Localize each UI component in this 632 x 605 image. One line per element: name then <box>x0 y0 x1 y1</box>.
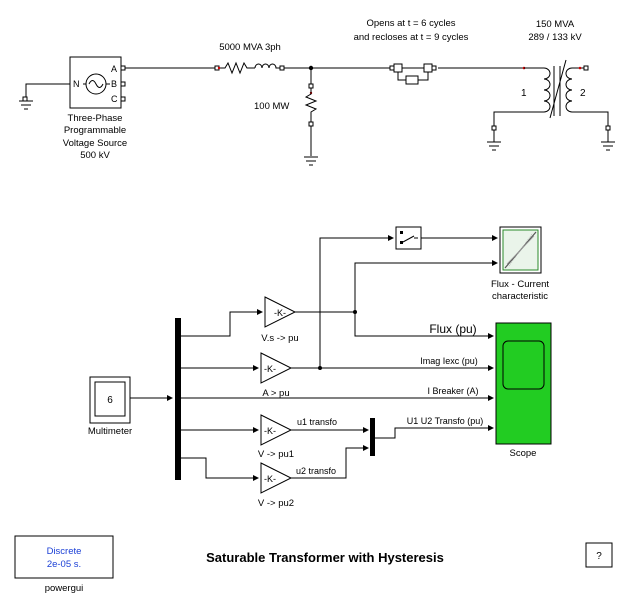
switch-block[interactable] <box>395 226 422 250</box>
multimeter-label: Multimeter <box>88 426 132 437</box>
scope-block[interactable] <box>495 322 552 445</box>
line-impedance-label: 5000 MVA 3ph <box>219 42 281 53</box>
signal-flux-label: Flux (pu) <box>429 322 476 336</box>
signal-ibreaker-label: I Breaker (A) <box>427 386 478 396</box>
three-phase-source-block[interactable]: N A B C <box>69 56 126 109</box>
signal-u1-label: u1 transfo <box>297 417 337 427</box>
signal-wires <box>291 235 498 479</box>
svg-text:Three-Phase: Three-Phase <box>68 113 123 124</box>
saturable-transformer-block[interactable]: 1 2 <box>487 59 615 151</box>
gain-vs-pu[interactable]: -K- <box>264 296 297 328</box>
svg-text:Flux - Current: Flux - Current <box>491 279 549 290</box>
svg-text:Voltage Source: Voltage Source <box>63 138 127 149</box>
signal-u1u2-label: U1 U2 Transfo (pu) <box>407 416 484 426</box>
demux-output-wires <box>181 309 494 481</box>
source-port-b: B <box>111 79 117 89</box>
xy-graph-block[interactable] <box>499 226 542 274</box>
gain-v-pu2-label: V -> pu2 <box>258 498 294 509</box>
svg-text:500 kV: 500 kV <box>80 150 110 161</box>
powergui-sample-time: 2e-05 s. <box>47 559 81 570</box>
source-port-n: N <box>73 79 80 89</box>
load-label: 100 MW <box>254 101 289 112</box>
gain-v-pu2[interactable]: -K- <box>260 462 293 494</box>
help-button[interactable]: ? <box>585 542 613 568</box>
xy-graph-label: Flux - Current characteristic <box>491 279 549 302</box>
multimeter-value: 6 <box>107 395 113 406</box>
model-title: Saturable Transformer with Hysteresis <box>206 550 444 565</box>
signal-imag-label: Imag Iexc (pu) <box>420 356 478 366</box>
source-port-a: A <box>111 64 117 74</box>
gain-a-pu[interactable]: -K- <box>260 352 293 384</box>
gain-a-pu-label: A > pu <box>262 388 289 399</box>
source-ground <box>19 83 70 110</box>
gain-v-pu1-label: V -> pu1 <box>258 449 294 460</box>
breaker-label: Opens at t = 6 cycles and recloses at t … <box>354 18 469 43</box>
svg-text:289 / 133 kV: 289 / 133 kV <box>528 32 582 43</box>
svg-text:Programmable: Programmable <box>64 125 126 136</box>
powergui-block[interactable]: Discrete 2e-05 s. <box>14 535 114 579</box>
source-port-c: C <box>111 94 118 104</box>
gain-v-pu1[interactable]: -K- <box>260 414 293 446</box>
signal-u2-label: u2 transfo <box>296 466 336 476</box>
svg-text:characteristic: characteristic <box>492 291 548 302</box>
svg-text:-K-: -K- <box>264 474 276 484</box>
powergui-mode: Discrete <box>47 546 82 557</box>
multimeter-block[interactable]: 6 <box>89 376 131 424</box>
line-impedance-block[interactable] <box>214 61 285 75</box>
svg-text:Opens at t = 6 cycles: Opens at t = 6 cycles <box>367 18 456 29</box>
transformer-label: 150 MVA 289 / 133 kV <box>528 19 582 43</box>
demux-block[interactable] <box>175 318 181 480</box>
powergui-label: powergui <box>45 583 84 594</box>
load-block[interactable] <box>304 65 318 166</box>
svg-text:and recloses at t = 9 cycles: and recloses at t = 9 cycles <box>354 32 469 43</box>
breaker-block[interactable] <box>389 63 437 85</box>
transformer-winding-2: 2 <box>580 88 586 99</box>
svg-text:-K-: -K- <box>264 364 276 374</box>
source-label: Three-Phase Programmable Voltage Source … <box>63 113 127 161</box>
mux-block[interactable] <box>370 418 375 456</box>
svg-text:-K-: -K- <box>274 308 286 318</box>
svg-text:?: ? <box>596 551 602 562</box>
scope-label: Scope <box>510 448 537 459</box>
transformer-winding-1: 1 <box>521 88 527 99</box>
svg-text:150 MVA: 150 MVA <box>536 19 575 30</box>
svg-text:-K-: -K- <box>264 426 276 436</box>
gain-vs-pu-label: V.s -> pu <box>261 333 298 344</box>
